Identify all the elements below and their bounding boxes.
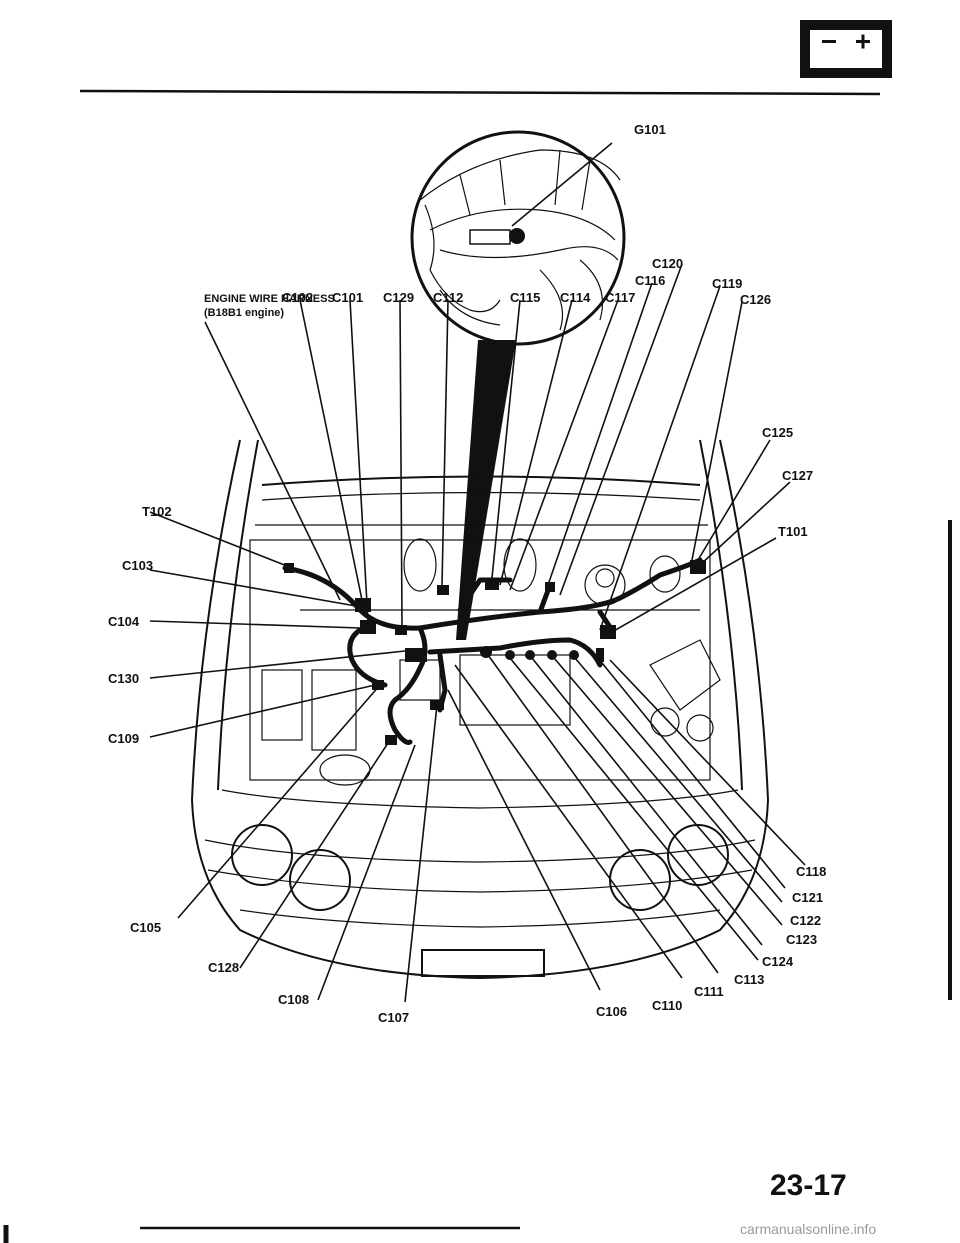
label-c105: C105 bbox=[130, 920, 161, 935]
label-c118: C118 bbox=[796, 864, 826, 879]
label-c114: C114 bbox=[560, 290, 591, 305]
label-c110: C110 bbox=[652, 998, 682, 1013]
label-c111: C111 bbox=[694, 984, 724, 999]
label-c127: C127 bbox=[782, 468, 813, 483]
label-g101: G101 bbox=[634, 122, 666, 137]
label-c124: C124 bbox=[762, 954, 794, 969]
ground-pointer bbox=[456, 340, 516, 640]
label-c112: C112 bbox=[433, 290, 463, 305]
page-number: 23-17 bbox=[770, 1169, 847, 1202]
harness-subtitle: (B18B1 engine) bbox=[204, 307, 284, 319]
label-c108: C108 bbox=[278, 992, 309, 1007]
label-c116: C116 bbox=[635, 273, 665, 288]
label-t101: T101 bbox=[778, 524, 808, 539]
car-outline bbox=[190, 439, 770, 980]
callout-labels: G101 ENGINE WIRE HARNESS (B18B1 engine) … bbox=[108, 122, 826, 1025]
label-t102: T102 bbox=[142, 504, 172, 519]
label-c101: C101 bbox=[332, 290, 363, 305]
label-c125: C125 bbox=[762, 425, 793, 440]
label-c121: C121 bbox=[792, 890, 823, 905]
label-c117: C117 bbox=[605, 290, 635, 305]
label-c120: C120 bbox=[652, 256, 683, 271]
label-c107: C107 bbox=[378, 1010, 409, 1025]
label-c102: C102 bbox=[282, 290, 313, 305]
label-c119: C119 bbox=[712, 276, 742, 291]
label-c128: C128 bbox=[208, 960, 239, 975]
ground-detail-circle bbox=[410, 130, 626, 346]
header-rule bbox=[79, 89, 881, 96]
leader-lines bbox=[149, 142, 806, 1003]
harness-title: ENGINE WIRE HARNESS bbox=[204, 293, 335, 305]
battery-icon bbox=[800, 20, 892, 78]
label-c113: C113 bbox=[734, 972, 764, 987]
label-c123: C123 bbox=[786, 932, 817, 947]
label-c106: C106 bbox=[596, 1004, 627, 1019]
label-c126: C126 bbox=[740, 292, 771, 307]
label-c129: C129 bbox=[383, 290, 414, 305]
label-c104: C104 bbox=[108, 614, 140, 629]
label-c109: C109 bbox=[108, 731, 139, 746]
watermark: carmanualsonline.info bbox=[740, 1221, 876, 1237]
label-c103: C103 bbox=[122, 558, 153, 573]
label-c115: C115 bbox=[510, 290, 540, 305]
label-c130: C130 bbox=[108, 671, 139, 686]
label-c122: C122 bbox=[790, 913, 821, 928]
